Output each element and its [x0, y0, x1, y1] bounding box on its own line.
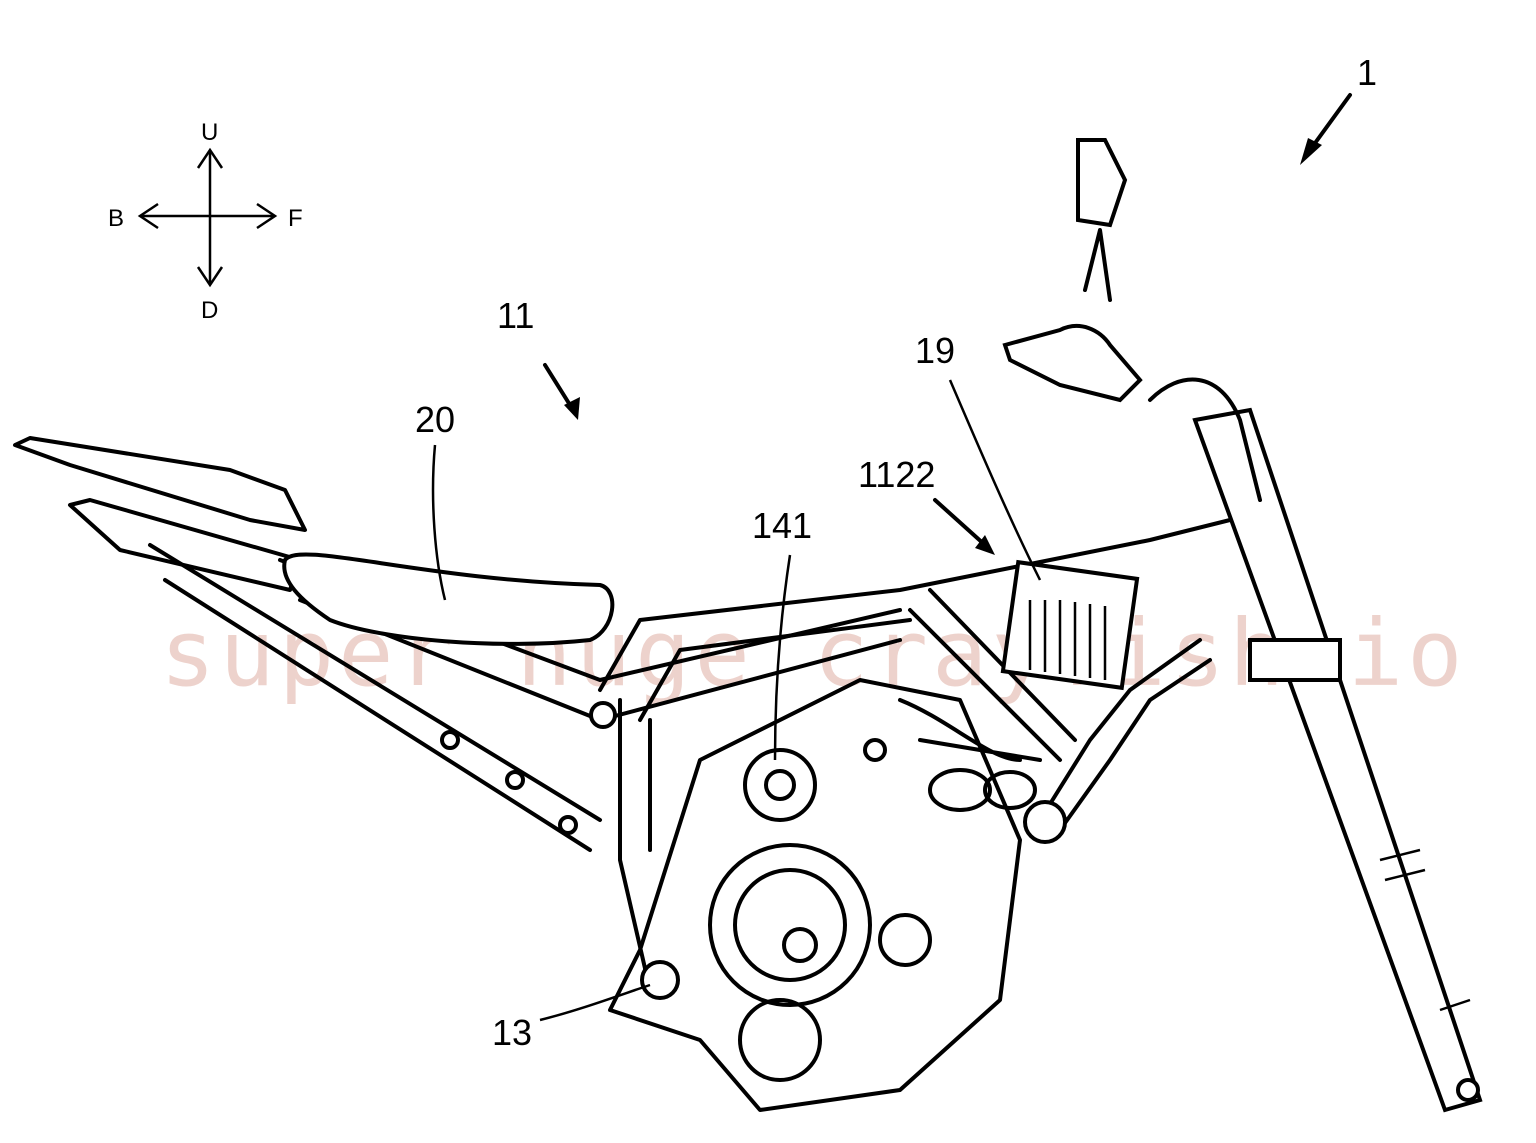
leader-lines — [431, 93, 1352, 1022]
direction-up-label: U — [201, 119, 218, 146]
rear-frame — [13, 436, 902, 852]
direction-compass: U B F D — [108, 119, 303, 324]
ref-label-20: 20 — [415, 399, 455, 440]
ref-label-1122: 1122 — [858, 454, 935, 495]
ref-label-13: 13 — [492, 1012, 532, 1053]
component-19-box — [1000, 559, 1140, 691]
ref-label-1: 1 — [1357, 52, 1377, 93]
direction-back-label: B — [108, 205, 124, 232]
ref-label-19: 19 — [915, 330, 955, 371]
direction-front-label: F — [288, 205, 303, 232]
main-frame — [598, 518, 1232, 992]
front-fork — [1002, 138, 1483, 1113]
seat — [282, 552, 615, 646]
engine — [608, 678, 1042, 1112]
direction-down-label: D — [201, 297, 218, 324]
ref-label-141: 141 — [752, 505, 812, 546]
ref-label-11: 11 — [497, 295, 534, 336]
